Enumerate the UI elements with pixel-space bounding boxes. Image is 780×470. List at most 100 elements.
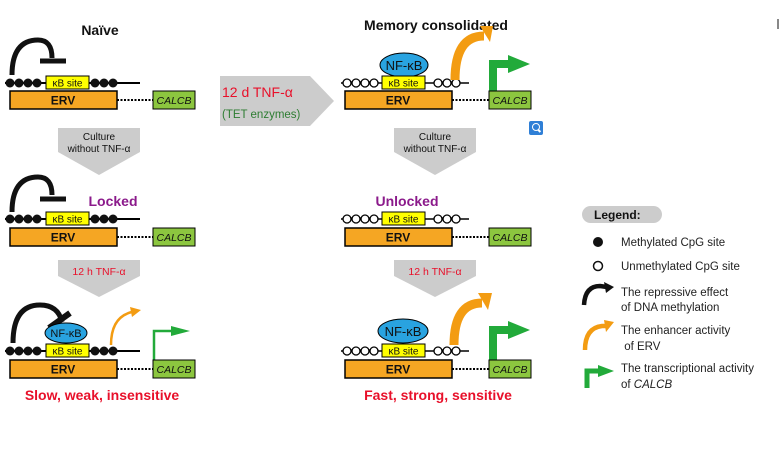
transcription-arrow-icon	[489, 60, 510, 91]
arrow-label-12d: 12 d TNF-α	[222, 84, 293, 100]
kb-site-box	[381, 343, 426, 358]
panel-naive: Naïve κB site ERV CALCB	[4, 22, 196, 110]
right-arrow-shape	[220, 76, 334, 126]
legend-title: Legend:	[594, 208, 641, 222]
nfkb-label: NF-κB	[50, 328, 81, 340]
panel-slow: NF-κB κB site ERV CALCB Slow, weak, inse…	[4, 302, 196, 403]
repression-arc-icon	[9, 37, 55, 76]
arrow-label-12h: 12 h TNF-α	[408, 266, 461, 278]
kb-site-label: κB site	[388, 347, 418, 358]
kb-site-box	[45, 75, 90, 90]
transcription-arrowhead-icon	[508, 55, 530, 73]
panel-fast: NF-κB κB site ERV CALCB Fast, strong, se…	[340, 293, 532, 403]
legend-item-transcription-1: The transcriptional activity	[621, 363, 754, 375]
enhancer-arrow-icon	[109, 310, 133, 346]
down-arrow-shape	[394, 260, 476, 297]
fast-caption: Fast, strong, sensitive	[364, 387, 512, 403]
calcb-gene-box	[488, 227, 532, 247]
legend-of-text: of	[621, 379, 634, 391]
transcription-arrowhead-icon	[171, 326, 190, 336]
calcb-label: CALCB	[492, 232, 527, 244]
calcb-gene-box	[488, 90, 532, 110]
scroll-edge-marker	[777, 19, 779, 29]
legend: Legend: Methylated CpG site Unmethylated…	[581, 206, 754, 391]
enhancer-arrow-icon	[450, 31, 485, 81]
calcb-gene-box	[488, 359, 532, 379]
enhancer-arrow-icon	[449, 298, 483, 346]
transcription-arrow-icon	[152, 329, 172, 360]
calcb-label: CALCB	[156, 364, 191, 376]
enhancer-activity-arrowhead-icon	[604, 320, 614, 332]
calcb-gene-box	[152, 227, 196, 247]
naive-title: Naïve	[81, 22, 119, 38]
legend-title-pill	[582, 206, 662, 223]
arrow-label-culture: Culture	[419, 132, 452, 143]
down-arrow-shape	[394, 128, 476, 175]
erv-label: ERV	[51, 94, 75, 108]
arrow-label-without-tnf: without TNF-α	[67, 144, 131, 155]
zoom-magnifier-button[interactable]	[529, 121, 543, 135]
enhancer-arrowhead-icon	[480, 26, 493, 42]
arrow-12h-tnf-right: 12 h TNF-α	[394, 260, 476, 297]
calcb-label: CALCB	[156, 232, 191, 244]
legend-item-repressive-1: The repressive effect	[621, 287, 729, 299]
nfkb-label: NF-κB	[386, 58, 423, 73]
arrow-label-tet: (TET enzymes)	[222, 109, 301, 121]
erv-label: ERV	[51, 231, 75, 245]
erv-label: ERV	[386, 363, 410, 377]
panel-locked: Locked κB site ERV CALCB	[4, 174, 196, 247]
transcriptional-activity-arrowhead-icon	[598, 365, 614, 377]
calcb-label: CALCB	[156, 95, 191, 107]
enhancer-arrowhead-icon	[130, 307, 141, 317]
erv-label: ERV	[51, 363, 75, 377]
down-arrow-shape	[58, 260, 140, 297]
kb-site-label: κB site	[52, 79, 82, 90]
legend-item-transcription-2: of CALCB	[621, 379, 672, 391]
kb-site-box	[381, 211, 426, 226]
nfkb-ellipse	[377, 318, 429, 344]
arrow-label-without-tnf: without TNF-α	[403, 144, 467, 155]
arrow-culture-left: Culture without TNF-α	[58, 128, 140, 175]
transcriptional-activity-icon	[584, 368, 600, 388]
repression-arc-icon	[9, 174, 55, 213]
kb-site-label: κB site	[388, 79, 418, 90]
legend-item-unmethylated: Unmethylated CpG site	[621, 261, 740, 273]
locked-label: Locked	[88, 193, 137, 209]
arrow-12d-tnf: 12 d TNF-α (TET enzymes)	[220, 76, 334, 126]
kb-site-box	[45, 343, 90, 358]
panel-memory: Memory consolidated NF-κB κB site ERV CA…	[340, 17, 532, 110]
kb-site-label: κB site	[52, 347, 82, 358]
slow-caption: Slow, weak, insensitive	[25, 387, 180, 403]
kb-site-label: κB site	[388, 215, 418, 226]
transcription-arrowhead-icon	[508, 321, 530, 339]
magnifier-handle-icon	[537, 129, 542, 133]
repressive-effect-arrowhead-icon	[604, 282, 614, 293]
calcb-label: CALCB	[492, 364, 527, 376]
panel-unlocked: Unlocked κB site ERV CALCB	[340, 193, 532, 247]
nfkb-label: NF-κB	[385, 324, 422, 339]
kb-site-label: κB site	[52, 215, 82, 226]
arrow-12h-tnf-left: 12 h TNF-α	[58, 260, 140, 297]
memory-title: Memory consolidated	[364, 17, 508, 33]
transcription-arrow-icon	[489, 326, 510, 360]
enhancer-activity-icon	[582, 323, 607, 351]
calcb-label: CALCB	[492, 95, 527, 107]
legend-item-repressive-2: of DNA methylation	[621, 302, 719, 314]
legend-item-enhancer-1: The enhancer activity	[621, 325, 731, 337]
kb-site-box	[45, 211, 90, 226]
arrow-label-12h: 12 h TNF-α	[72, 266, 125, 278]
erv-label: ERV	[386, 94, 410, 108]
nfkb-ellipse	[44, 322, 88, 344]
kb-site-box	[381, 75, 426, 90]
unlocked-label: Unlocked	[375, 193, 438, 209]
legend-calcb-italic: CALCB	[634, 379, 673, 391]
repression-arc-icon	[10, 302, 65, 344]
methylated-cpg-icon	[593, 237, 603, 247]
magnifier-icon	[532, 123, 540, 131]
legend-item-enhancer-2: of ERV	[621, 341, 661, 353]
arrow-culture-right: Culture without TNF-α	[394, 128, 476, 175]
repressive-effect-icon	[581, 283, 608, 306]
enhancer-arrowhead-icon	[478, 293, 492, 310]
unmethylated-cpg-icon	[592, 260, 604, 272]
